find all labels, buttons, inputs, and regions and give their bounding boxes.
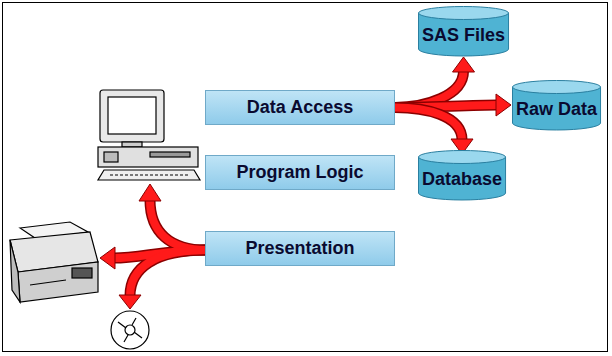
node-label: Data Access: [247, 97, 353, 118]
cylinder-top: [419, 151, 506, 164]
printer-icon: [10, 222, 98, 302]
data-cylinder: SAS Files: [418, 6, 509, 56]
data-cylinder: Database: [418, 150, 506, 200]
node-label: Program Logic: [236, 162, 363, 183]
flow-arrow: [395, 108, 473, 155]
output-arrows: [100, 184, 206, 309]
node-label: SAS Files: [422, 25, 505, 46]
process-box: Data Access: [205, 90, 395, 125]
process-box: Presentation: [205, 231, 395, 266]
process-box: Program Logic: [205, 155, 395, 190]
node-label: Raw Data: [516, 99, 597, 120]
cylinder-top: [419, 7, 509, 20]
flow-arrow: [395, 57, 475, 108]
node-label: Database: [422, 169, 502, 190]
node-label: Presentation: [245, 238, 354, 259]
computer-icon: [98, 90, 200, 180]
cylinder-top: [513, 81, 601, 94]
cd-icon: [111, 311, 149, 349]
data-cylinder: Raw Data: [512, 80, 601, 130]
